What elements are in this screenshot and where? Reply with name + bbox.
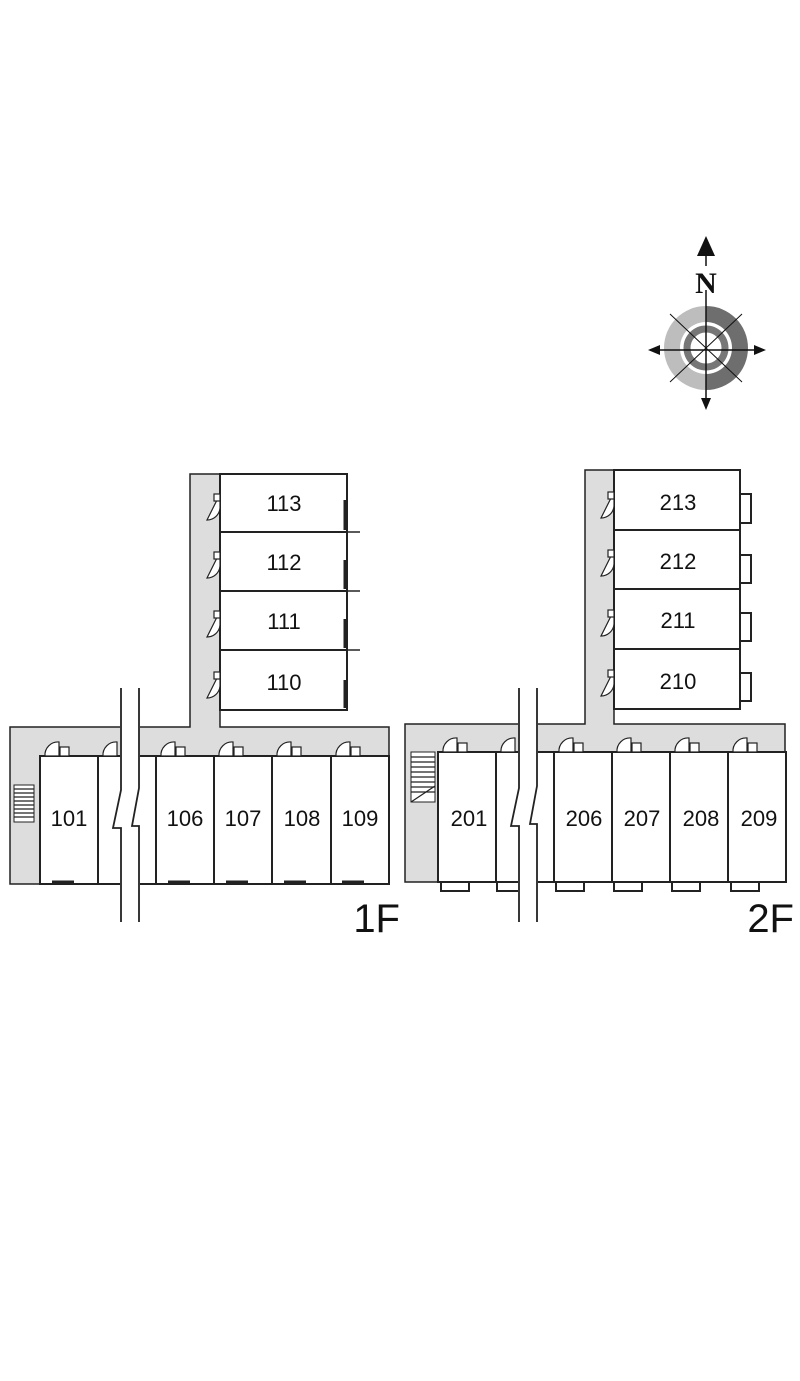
break-line-icon	[509, 688, 538, 922]
room-label-113: 113	[266, 491, 301, 516]
room-label-101: 101	[51, 806, 88, 831]
room-label-206: 206	[566, 806, 603, 831]
room-label-112: 112	[266, 550, 301, 575]
floor-label-1f: 1F	[353, 897, 400, 941]
room-label-210: 210	[660, 669, 697, 694]
unit-206	[553, 751, 613, 883]
room-label-111: 111	[267, 609, 300, 634]
unit-111	[219, 590, 348, 651]
room-label-212: 212	[660, 549, 697, 574]
room-label-106: 106	[167, 806, 204, 831]
room-label-208: 208	[683, 806, 720, 831]
corridor-1f	[9, 473, 390, 885]
door-icon	[442, 491, 758, 753]
unit-110	[219, 649, 348, 711]
room-label-213: 213	[660, 490, 697, 515]
unit-208	[669, 751, 729, 883]
unit-107	[213, 755, 273, 885]
unit-201	[437, 751, 497, 883]
floor-1-plan: 113 112 111 110 101 106 107 108 109 1F	[9, 473, 400, 941]
unit-106	[155, 755, 215, 885]
unit-209	[727, 751, 787, 883]
room-label-207: 207	[624, 806, 661, 831]
break-line-icon	[111, 688, 140, 922]
room-label-109: 109	[342, 806, 379, 831]
stairs-icon	[410, 751, 436, 803]
room-label-110: 110	[266, 670, 301, 695]
corridor-2f	[404, 469, 786, 883]
compass-rose-icon	[648, 290, 766, 410]
north-arrow-icon	[697, 236, 715, 266]
floor-label-2f: 2F	[747, 897, 794, 941]
north-label: N	[695, 267, 717, 300]
floor-2-plan: 213 212 211 210 201 206 207 208 209 2F	[404, 469, 794, 941]
room-label-201: 201	[451, 806, 488, 831]
stairs-icon	[13, 784, 35, 823]
door-icon	[44, 493, 361, 757]
room-label-209: 209	[741, 806, 778, 831]
room-label-108: 108	[284, 806, 321, 831]
room-label-107: 107	[225, 806, 262, 831]
unit-108	[271, 755, 332, 885]
room-label-211: 211	[660, 608, 695, 633]
compass: N	[648, 236, 766, 410]
